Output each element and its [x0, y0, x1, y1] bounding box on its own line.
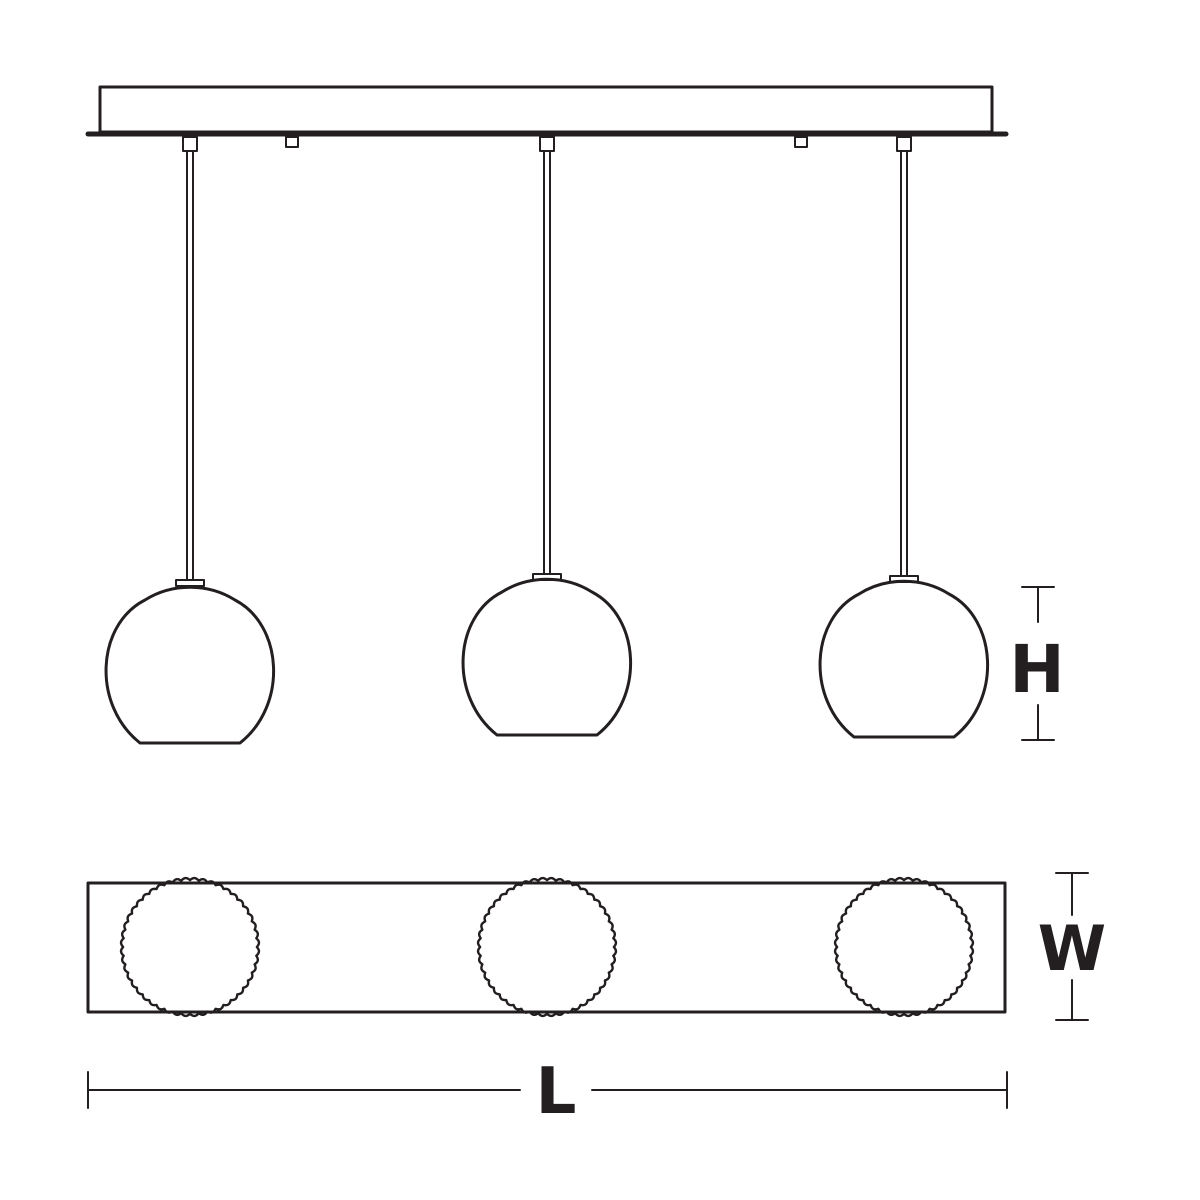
plan-shades — [119, 876, 975, 1018]
pendant-3 — [818, 136, 989, 739]
globe-shade — [461, 577, 632, 737]
pendant-2 — [461, 136, 632, 737]
plan-shade-2 — [476, 876, 618, 1018]
canopy — [98, 85, 994, 134]
width-label: W — [1038, 912, 1106, 985]
width-dimension: W — [1038, 872, 1106, 1021]
length-label: L — [536, 1055, 577, 1129]
length-dimension: L — [87, 1055, 1008, 1129]
cord-grip — [182, 136, 198, 152]
plan-shade-1 — [119, 876, 261, 1018]
pendant-1 — [104, 136, 275, 745]
plan-shade-3 — [833, 876, 975, 1018]
cord-grip — [539, 136, 555, 152]
plan-view: W L — [86, 872, 1106, 1129]
height-label: H — [1009, 631, 1064, 708]
cord-grip — [896, 136, 912, 152]
mount-bracket-left — [285, 136, 299, 148]
elevation-view: H — [85, 85, 1065, 745]
canopy-plan — [86, 881, 1007, 1014]
globe-shade — [818, 579, 989, 739]
shade-cap — [175, 579, 205, 587]
globe-shade — [104, 585, 275, 745]
height-dimension: H — [1009, 586, 1065, 741]
mount-bracket-right — [794, 136, 808, 148]
